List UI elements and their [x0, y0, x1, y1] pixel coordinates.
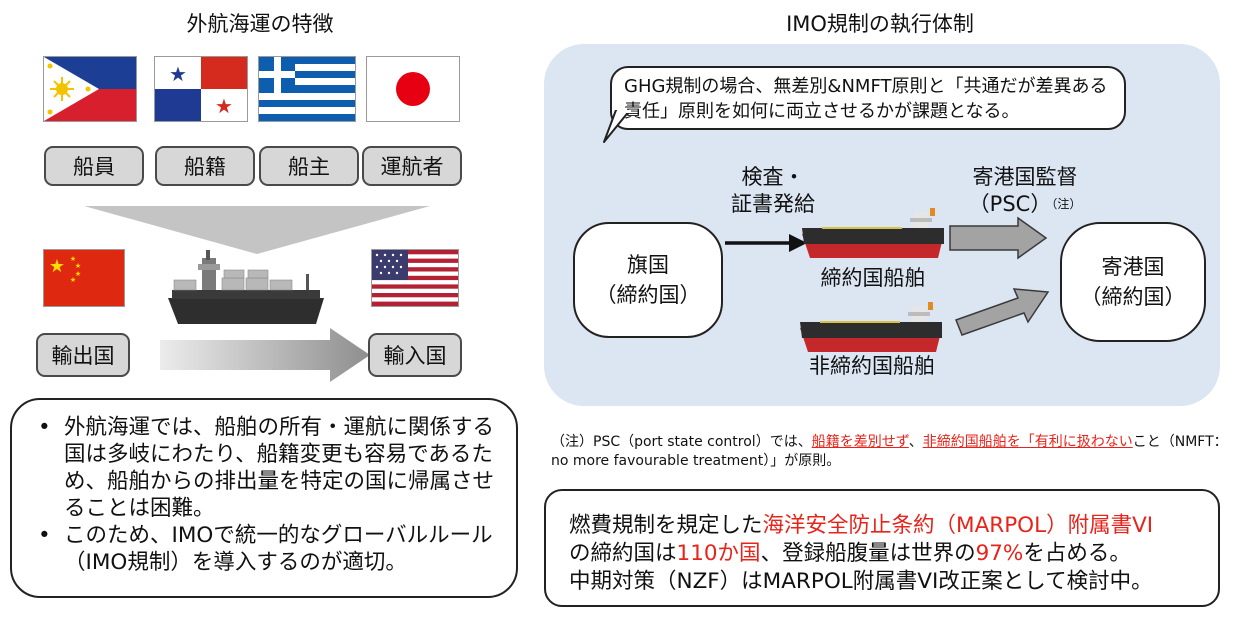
summary-line-1: 燃費規制を規定した海洋安全防止条約（MARPOL）附属書VI [569, 513, 1154, 538]
svg-text:★: ★ [169, 62, 187, 86]
flag-state-label: 旗国 [627, 253, 669, 277]
bullet-item: 外航海運では、船舶の所有・運航に関係する国は多岐にわたり、船籍変更も容易であるた… [34, 414, 500, 522]
bullet-item: このため、IMOで統一的なグローバルルール（IMO規制）を導入するのが適切。 [34, 522, 500, 576]
role-flag-registry: 船籍 [155, 146, 255, 186]
trade-flow-arrow [160, 328, 370, 382]
flag-state-node: 旗国 （締約国） [573, 222, 723, 338]
export-country-box: 輸出国 [36, 333, 130, 377]
china-flag-icon: ★ ★ ★ ★ ★ [43, 249, 125, 307]
import-country-box: 輸入国 [368, 333, 462, 377]
port-state-label: 寄港国 [1101, 255, 1165, 279]
flag-state-sublabel: （締約国） [595, 283, 701, 307]
svg-text:★: ★ [75, 262, 81, 270]
container-ship-icon [168, 250, 324, 324]
left-title: 外航海運の特徴 [186, 12, 334, 36]
funnel-shape [84, 206, 430, 254]
noncontracting-ship-label: 非締約国船舶 [809, 354, 935, 378]
usa-flag-icon [371, 249, 459, 307]
role-owner: 船主 [259, 146, 359, 186]
speech-bubble-tail [603, 110, 631, 143]
svg-text:★: ★ [49, 256, 65, 277]
port-state-sublabel: （締約国） [1080, 285, 1186, 309]
svg-text:★: ★ [70, 255, 76, 263]
right-title: IMO規制の執行体制 [786, 12, 974, 36]
psc-arrow-upper [949, 216, 1048, 260]
noncontracting-ship-icon [800, 302, 942, 352]
philippines-flag-icon [43, 56, 137, 122]
inspection-arrow [725, 234, 807, 252]
summary-line-3: 中期対策（NZF）はMARPOL附属書VI改正案として検討中。 [569, 569, 1153, 594]
svg-text:★: ★ [215, 94, 233, 118]
psc-footnote: （注）PSC（port state control）では、船籍を差別せず、非締約… [551, 434, 1228, 469]
role-crew: 船員 [44, 146, 144, 186]
panama-flag-icon: ★ ★ [154, 56, 248, 122]
contracting-ship-icon [802, 208, 944, 258]
speech-bubble: GHG規制の場合、無差別&NMFT原則と「共通だが差異ある責任」原則を如何に両立… [610, 66, 1126, 130]
psc-label: 寄港国監督 （PSC）（注） [968, 165, 1082, 216]
summary-line-2: の締約国は110か国、登録船腹量は世界の97%を占める。 [569, 541, 1131, 566]
port-state-node: 寄港国 （締約国） [1060, 222, 1206, 342]
japan-flag-icon [366, 56, 460, 122]
svg-text:★: ★ [70, 276, 76, 284]
inspection-label: 検査・ 証書発給 [731, 165, 815, 216]
role-operator: 運航者 [362, 146, 462, 186]
psc-note-mark: （注） [1051, 197, 1082, 211]
left-bullet-box: 外航海運では、船舶の所有・運航に関係する国は多岐にわたり、船籍変更も容易であるた… [10, 398, 518, 598]
marpol-summary-box: 燃費規制を規定した海洋安全防止条約（MARPOL）附属書VI の締約国は110か… [544, 489, 1220, 607]
psc-arrow-lower [955, 288, 1050, 336]
contracting-ship-label: 締約国船舶 [820, 266, 926, 290]
svg-text:★: ★ [75, 270, 81, 278]
greece-flag-icon [258, 56, 356, 122]
